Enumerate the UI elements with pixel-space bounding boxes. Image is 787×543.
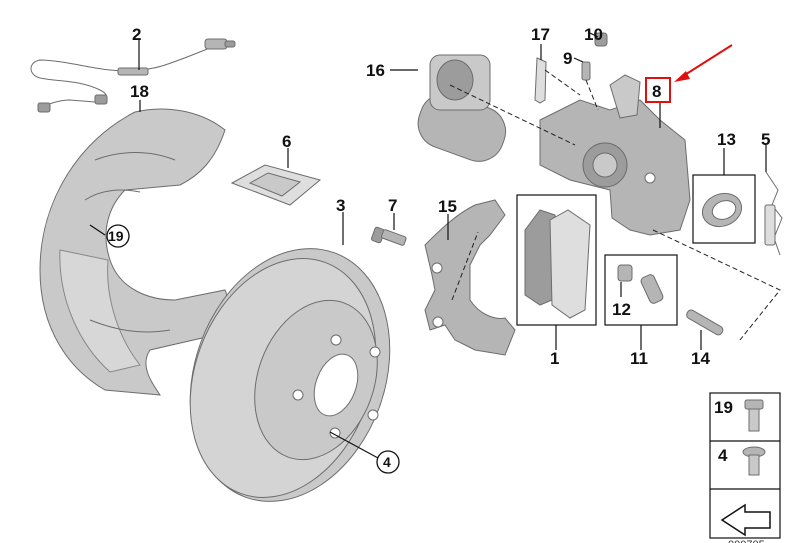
callout-18: 18 bbox=[130, 82, 149, 101]
brake-pads-part-1[interactable] bbox=[524, 209, 591, 319]
callout-2: 2 bbox=[132, 25, 141, 44]
callout-1: 1 bbox=[550, 349, 559, 368]
caliper-carrier-part-15[interactable] bbox=[424, 199, 516, 356]
legend-panel: 19 4 bbox=[709, 392, 781, 539]
bleeder-valve-part-9[interactable] bbox=[581, 61, 591, 81]
parking-brake-motor-part-16[interactable] bbox=[411, 54, 513, 168]
callout-11: 11 bbox=[630, 349, 648, 368]
grease-packet-part-6[interactable] bbox=[230, 164, 322, 206]
callout-19-circle: 19 bbox=[106, 224, 130, 248]
guide-kit-part-11[interactable] bbox=[617, 264, 664, 305]
legend-label-19: 19 bbox=[714, 398, 733, 417]
callout-12: 12 bbox=[612, 300, 631, 319]
callout-16: 16 bbox=[366, 61, 385, 80]
callout-4-circle: 4 bbox=[376, 450, 400, 474]
bolt-part-12[interactable] bbox=[617, 264, 633, 282]
flange-bolt-icon bbox=[744, 399, 764, 432]
countersunk-bolt-icon bbox=[742, 446, 766, 476]
callout-17: 17 bbox=[531, 25, 550, 44]
callout-6: 6 bbox=[282, 132, 291, 151]
callout-13: 13 bbox=[717, 130, 736, 149]
callout-10: 10 bbox=[584, 25, 603, 44]
guide-pin-part-14[interactable] bbox=[685, 309, 724, 337]
callout-8[interactable]: 8 bbox=[652, 82, 661, 101]
guide-bolt-part-7[interactable] bbox=[370, 226, 407, 246]
callout-4: 4 bbox=[383, 454, 391, 470]
sensor-plug bbox=[204, 38, 228, 50]
red-arrow bbox=[674, 44, 733, 82]
callout-15: 15 bbox=[438, 197, 457, 216]
wear-sensor-part-2[interactable] bbox=[30, 38, 236, 113]
spring-clip-part-5[interactable] bbox=[764, 171, 783, 256]
dust-shield-part-18[interactable] bbox=[39, 108, 228, 396]
bleeder-cap-part-10[interactable] bbox=[594, 32, 608, 47]
seal-kit-part-13[interactable] bbox=[698, 188, 747, 232]
direction-arrow-icon bbox=[720, 503, 771, 537]
footer-code: 000705 bbox=[728, 539, 765, 543]
callout-9: 9 bbox=[563, 49, 572, 68]
caliper-part-8[interactable] bbox=[539, 74, 691, 236]
highlight-box bbox=[645, 77, 671, 103]
bracket-part-17[interactable] bbox=[534, 57, 547, 104]
callout-19: 19 bbox=[108, 228, 124, 244]
legend-label-4: 4 bbox=[718, 446, 728, 465]
callout-7: 7 bbox=[388, 196, 397, 215]
callout-3: 3 bbox=[336, 196, 345, 215]
brake-disc-part-3[interactable] bbox=[156, 220, 423, 529]
callout-14: 14 bbox=[691, 349, 710, 368]
callout-5: 5 bbox=[761, 130, 770, 149]
